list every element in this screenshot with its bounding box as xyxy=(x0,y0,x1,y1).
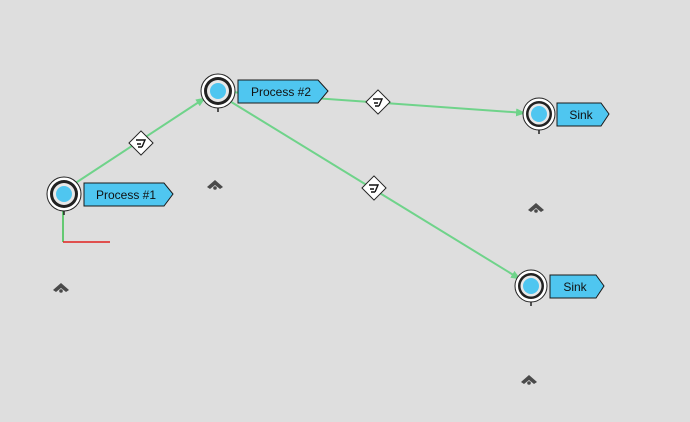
route-link-icon[interactable] xyxy=(361,175,387,201)
chevron-up-icon[interactable] xyxy=(53,283,69,293)
server-node-icon[interactable] xyxy=(522,97,556,134)
server-node-icon[interactable] xyxy=(46,176,82,215)
server-node-icon[interactable] xyxy=(514,269,548,306)
node-process-2[interactable]: Process #2 xyxy=(200,73,329,112)
node-label-text: Sink xyxy=(569,108,593,122)
node-process-1[interactable]: Process #1 xyxy=(46,176,174,215)
chevron-up-icon[interactable] xyxy=(207,180,223,190)
chevron-up-icon[interactable] xyxy=(528,203,544,213)
chevron-up-icon[interactable] xyxy=(521,375,537,385)
node-sink-1[interactable]: Sink xyxy=(522,97,610,134)
node-label-text: Process #2 xyxy=(251,85,311,99)
origin-axes xyxy=(62,211,110,243)
server-node-icon[interactable] xyxy=(200,73,236,112)
node-label-text: Sink xyxy=(563,280,587,294)
node-sink-2[interactable]: Sink xyxy=(514,269,605,306)
node-label-sink-1[interactable]: Sink xyxy=(556,102,610,127)
route-link-icon[interactable] xyxy=(365,89,391,115)
node-label-process-2[interactable]: Process #2 xyxy=(237,79,329,104)
node-label-sink-2[interactable]: Sink xyxy=(549,274,605,299)
node-label-text: Process #1 xyxy=(96,188,156,202)
node-label-process-1[interactable]: Process #1 xyxy=(83,182,174,207)
route-link-icon[interactable] xyxy=(128,130,154,156)
